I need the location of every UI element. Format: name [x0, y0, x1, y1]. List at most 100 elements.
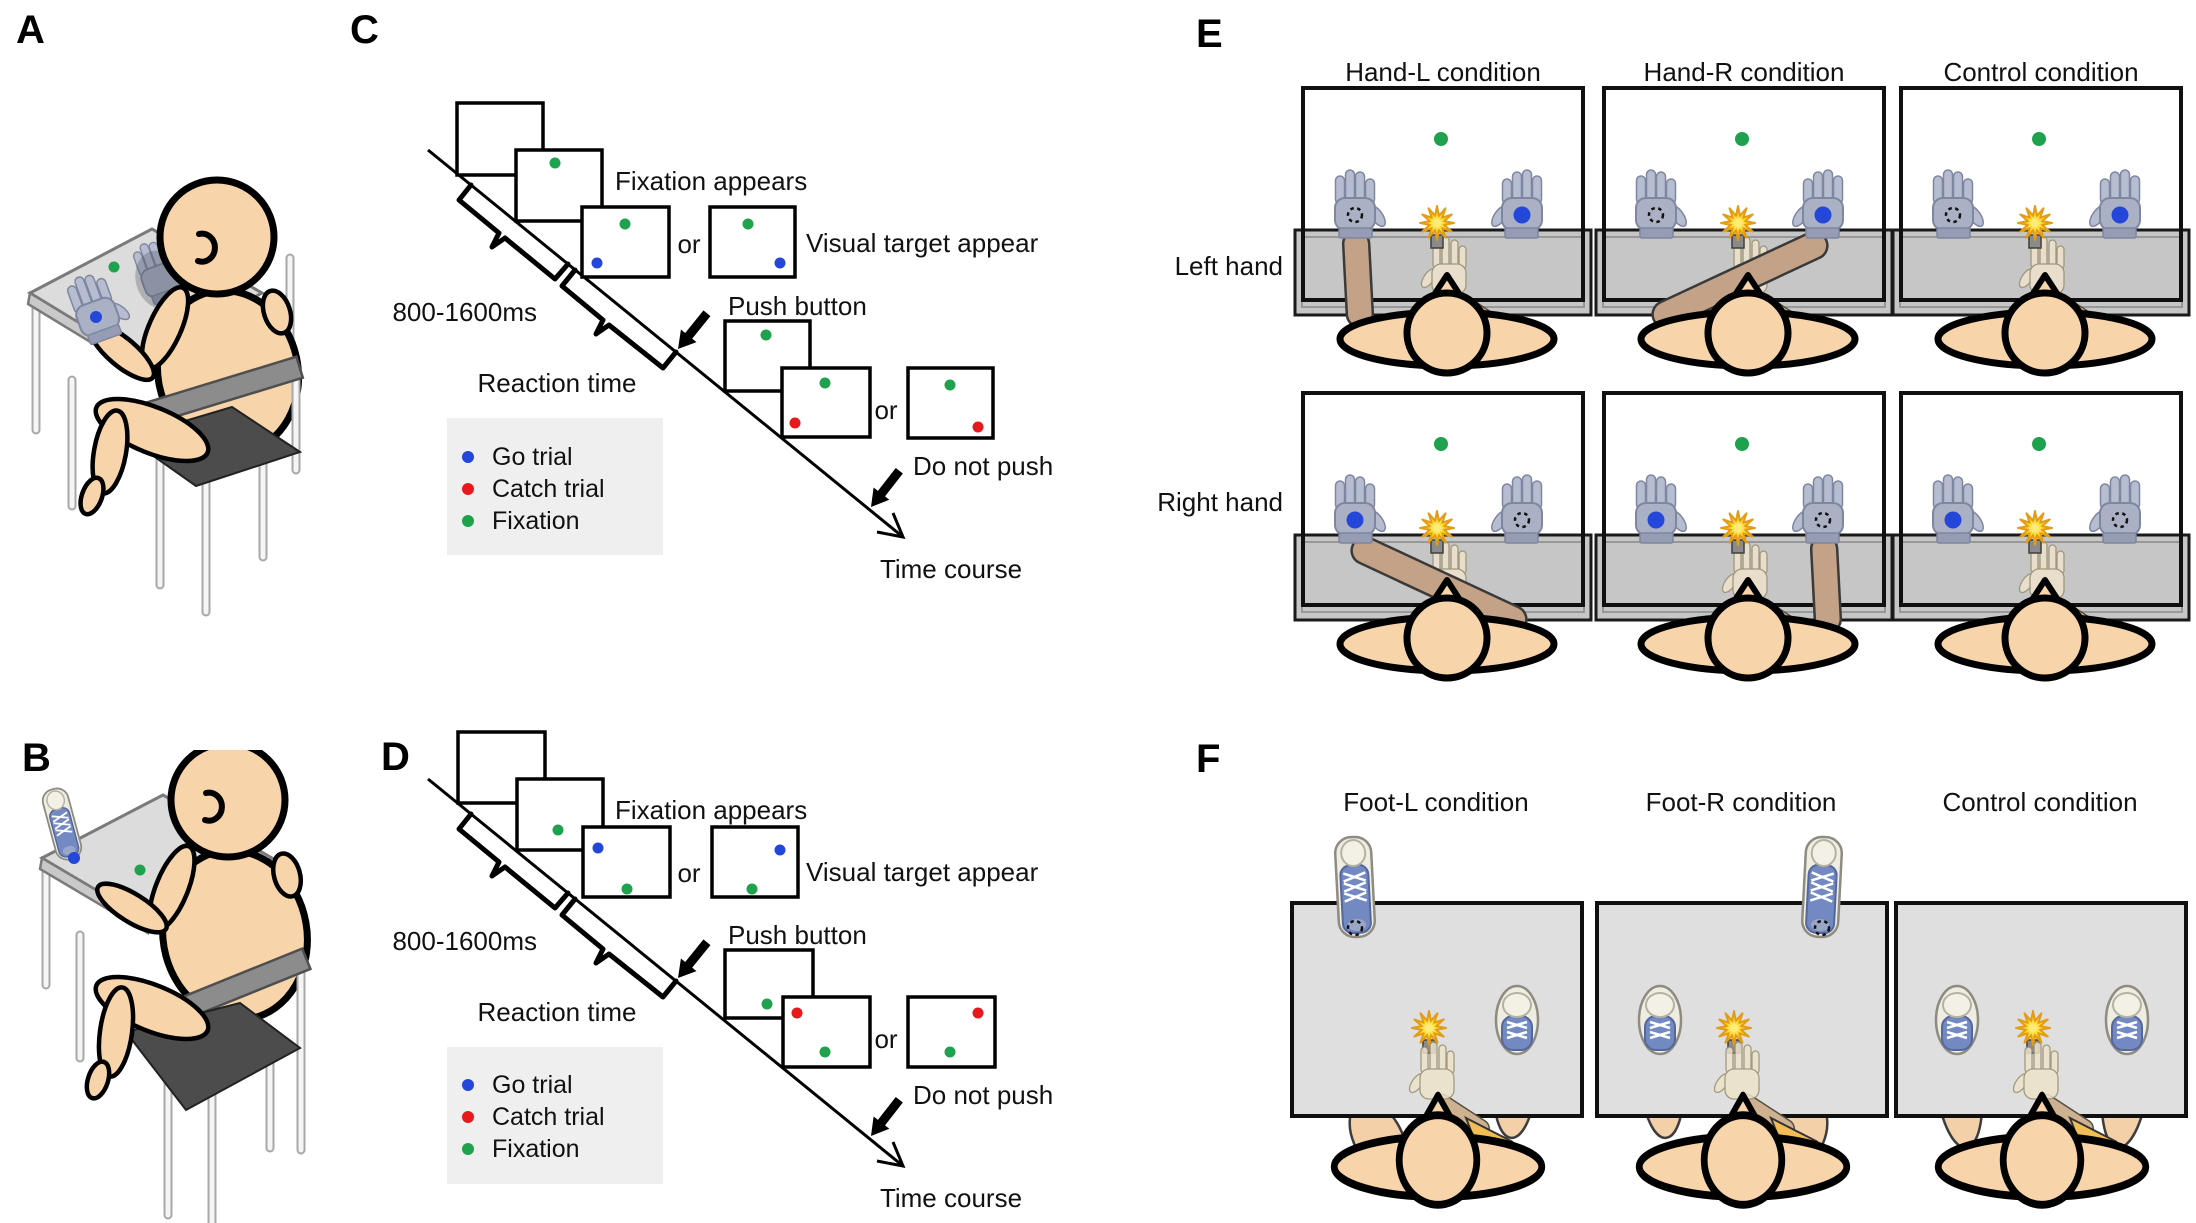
fixation-dot: [2032, 132, 2046, 146]
fixation-dot: [552, 824, 564, 836]
fixation-dot: [944, 379, 956, 391]
fixation-dot: [819, 1046, 831, 1058]
time-course-text: Time course: [880, 554, 1022, 584]
hand-l-condition-header: Hand-L condition: [1345, 57, 1541, 87]
interval-brace-icon: [456, 811, 571, 911]
f-cell-control: [1894, 901, 2188, 1205]
or-text: or: [677, 229, 700, 259]
fixation-dot: [819, 377, 831, 389]
forearm: [95, 881, 169, 935]
go-target-dot: [1944, 511, 1962, 529]
panel-d-trial-timecourse-foot: Fixation appears or Visual target appear…: [392, 730, 1053, 1213]
legend: Go trial Catch trial Fixation: [447, 1047, 663, 1184]
do-not-push-text: Do not push: [913, 1080, 1053, 1110]
legend-box: [447, 418, 663, 555]
catch-target-dot: [791, 1007, 803, 1019]
fixation-dot: [621, 883, 633, 895]
go-dot-icon: [462, 451, 474, 463]
screen-go-left: [580, 205, 671, 279]
fixation-dot: [1434, 132, 1448, 146]
go-target-dot: [1513, 206, 1531, 224]
panel-d-label: D: [381, 735, 410, 779]
or-text: or: [874, 395, 897, 425]
panel-f-foot-conditions: Foot-L condition Foot-R condition Contro…: [1290, 787, 2188, 1223]
catch-target-dot: [972, 421, 984, 433]
foot-l-condition-header: Foot-L condition: [1343, 787, 1528, 817]
go-target-dot: [591, 257, 603, 269]
fixation-dot: [944, 1046, 956, 1058]
interval-text: 800-1600ms: [392, 926, 537, 956]
or-text: or: [677, 858, 700, 888]
go-target-dot: [90, 311, 102, 323]
fixation-dot: [760, 329, 772, 341]
visual-target-text: Visual target appear: [806, 228, 1039, 258]
f-cell-footR: [1595, 834, 1889, 1205]
reaction-time-text: Reaction time: [478, 997, 637, 1027]
or-text: or: [874, 1024, 897, 1054]
extended-sneaker: [1333, 834, 1377, 940]
time-axis-arrowhead-icon: [876, 512, 906, 540]
reaction-time-text: Reaction time: [478, 368, 637, 398]
fixation-appears-text: Fixation appears: [615, 795, 807, 825]
e-cell-handL-lefthand: [1293, 86, 1593, 373]
resting-sneaker: [1637, 984, 1683, 1056]
screen-catch-left: [781, 995, 872, 1069]
foot: [78, 475, 106, 517]
legend-catch-label: Catch trial: [492, 475, 605, 503]
catch-target-dot: [789, 417, 801, 429]
go-target-dot: [2111, 206, 2129, 224]
go-target-dot: [1647, 511, 1665, 529]
resting-sneaker: [1934, 984, 1980, 1056]
go-target-dot: [1346, 511, 1364, 529]
fixation-dot: [1735, 132, 1749, 146]
go-target-dot: [1814, 206, 1832, 224]
hand-r-condition-header: Hand-R condition: [1644, 57, 1845, 87]
screen-catch-left: [780, 366, 872, 439]
head: [167, 750, 289, 861]
panel-b-setup-foot: [38, 750, 313, 1223]
connecting-arm: [1809, 534, 1843, 634]
fixation-dot: [619, 218, 631, 230]
panel-e-hand-conditions: Hand-L condition Hand-R condition Contro…: [1157, 57, 2191, 740]
legend-box: [447, 1047, 663, 1184]
legend-catch-label: Catch trial: [492, 1103, 605, 1131]
e-cell-control-lefthand: [1891, 86, 2191, 373]
foot: [84, 1059, 112, 1101]
legend-fixation-label: Fixation: [492, 1135, 580, 1163]
resting-sneaker: [2104, 984, 2150, 1056]
fixation-appears-text: Fixation appears: [615, 166, 807, 196]
visual-target-text: Visual target appear: [806, 857, 1039, 887]
push-button-text: Push button: [728, 291, 867, 321]
fixation-dot: [761, 998, 773, 1010]
reaction-brace-icon: [559, 896, 679, 1000]
push-button-text: Push button: [728, 920, 867, 950]
screen-go-left: [581, 825, 672, 899]
control-condition-header: Control condition: [1942, 787, 2137, 817]
legend-fixation-label: Fixation: [492, 507, 580, 535]
control-condition-header: Control condition: [1943, 57, 2138, 87]
go-target-dot: [592, 842, 604, 854]
right-shoulder: [270, 851, 304, 899]
panel-e-label: E: [1196, 12, 1223, 56]
f-cell-footL: [1290, 834, 1584, 1205]
time-course-text: Time course: [880, 1183, 1022, 1213]
fixation-dot-icon: [462, 515, 474, 527]
fixation-dot: [134, 864, 146, 876]
extended-sneaker: [1800, 834, 1844, 940]
right-shoulder: [260, 288, 294, 336]
panel-b-label: B: [22, 736, 51, 780]
panel-c-label: C: [350, 8, 379, 52]
screen-catch-right: [906, 366, 995, 440]
catch-dot-icon: [462, 1111, 474, 1123]
e-cell-handR-righthand: [1594, 391, 1894, 678]
legend-go-label: Go trial: [492, 443, 573, 471]
no-push-arrow-icon: [863, 464, 908, 514]
e-cell-handR-lefthand: [1594, 86, 1894, 373]
push-arrow-icon: [670, 935, 715, 985]
fixation-dot: [746, 883, 758, 895]
go-dot-icon: [462, 1079, 474, 1091]
fixation-dot: [742, 218, 754, 230]
time-axis: [427, 148, 904, 539]
resting-sneaker: [1494, 984, 1540, 1056]
e-cell-control-righthand: [1891, 391, 2191, 678]
